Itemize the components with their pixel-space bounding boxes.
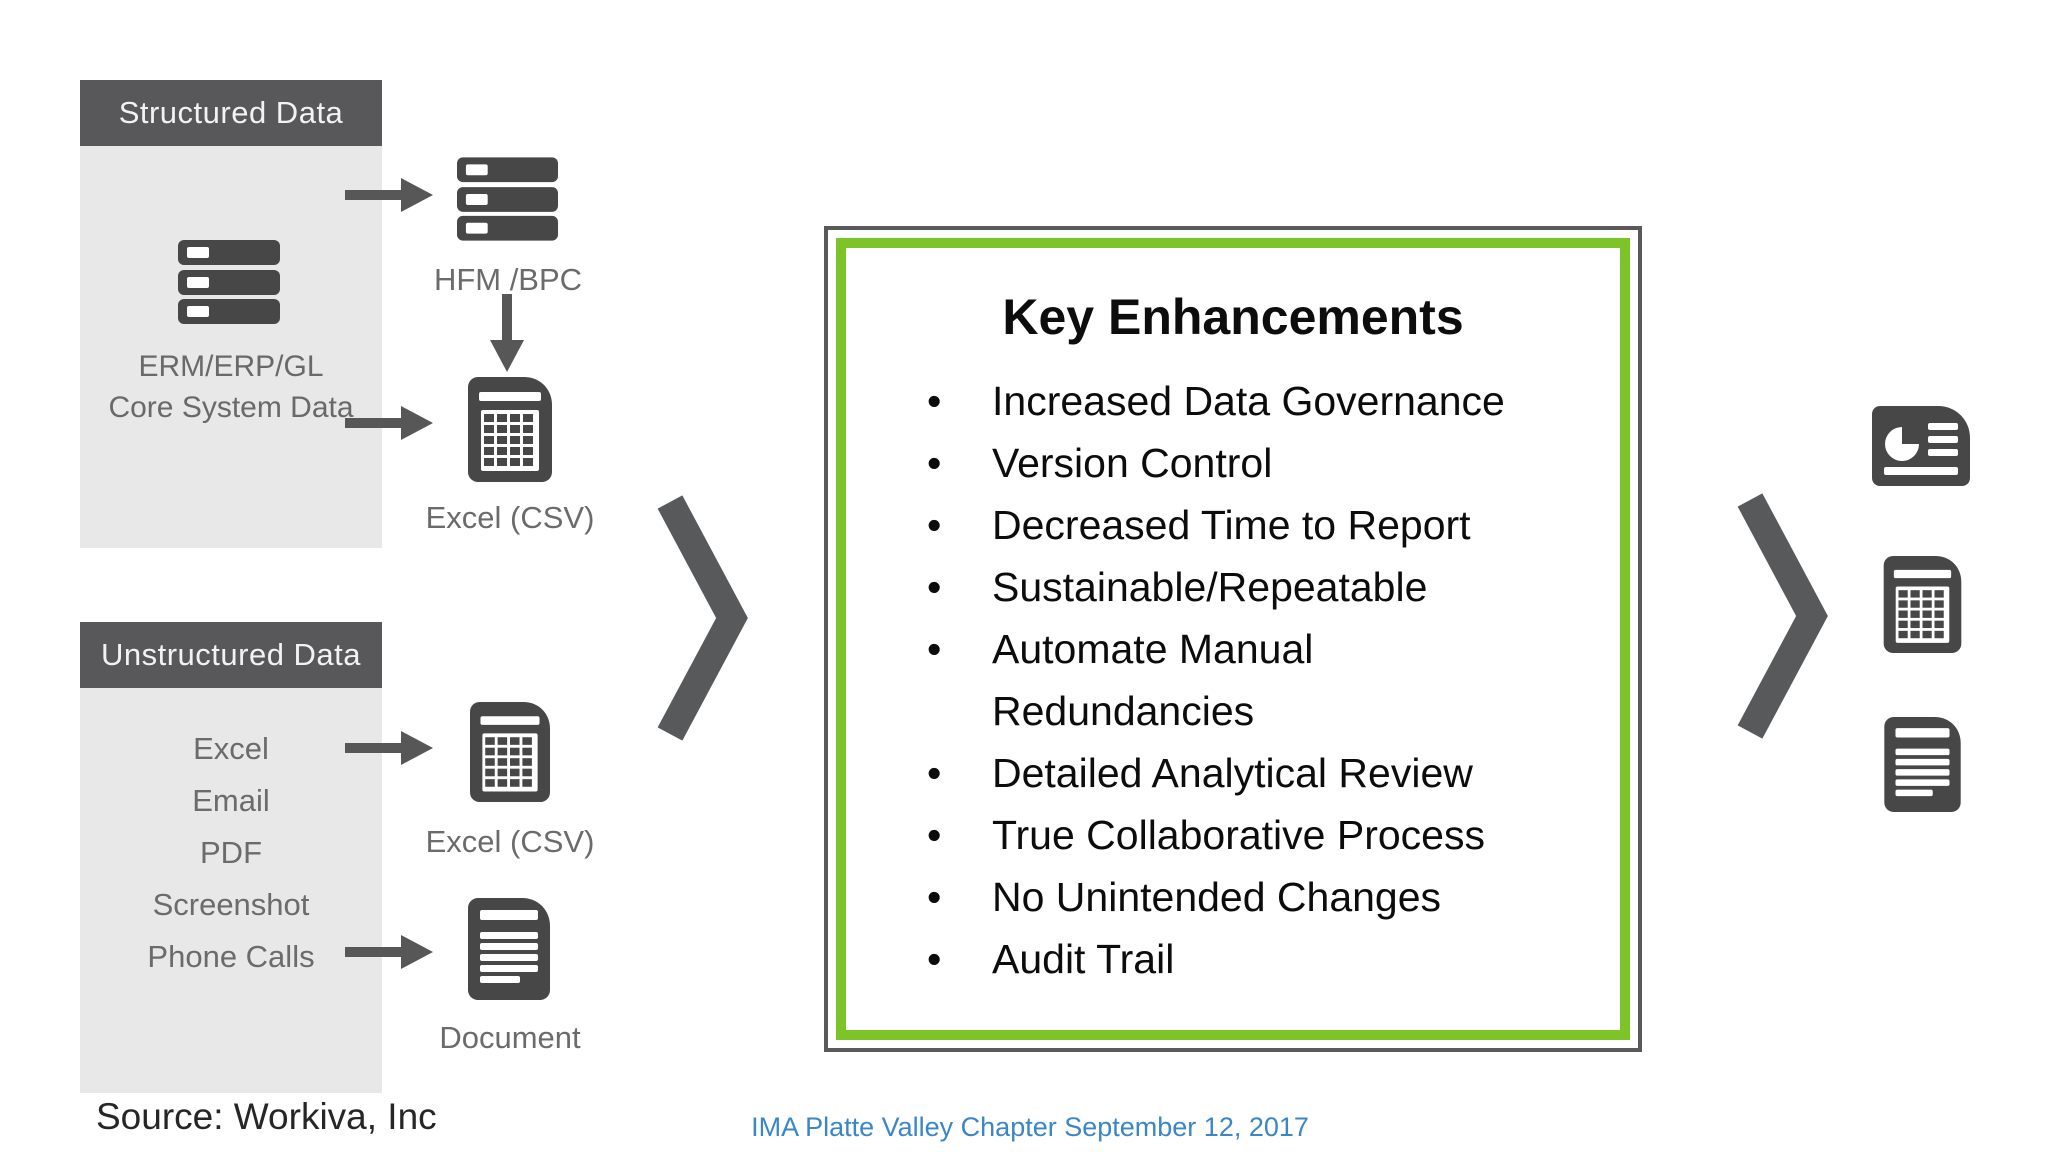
- structured-data-header: Structured Data: [80, 80, 382, 146]
- unstructured-data-box: Unstructured Data Excel Email PDF Screen…: [80, 622, 382, 1093]
- unstructured-item: Email: [192, 783, 270, 818]
- unstructured-item: Phone Calls: [147, 939, 315, 974]
- document-output-icon: [1882, 717, 1963, 812]
- excel-csv-top-label: Excel (CSV): [425, 500, 595, 535]
- unstructured-item: Excel: [193, 731, 269, 766]
- key-enhancements-box: Key Enhancements Increased Data Governan…: [824, 226, 1642, 1052]
- presentation-icon: [1872, 406, 1970, 486]
- source-attribution: Source: Workiva, Inc: [96, 1096, 437, 1137]
- key-enhancement-bullet: Version Control: [925, 432, 1585, 494]
- core-system-data-label: ERM/ERP/GL Core System Data: [108, 350, 354, 424]
- server-icon: [178, 240, 280, 324]
- key-enhancement-bullet: Automate Manual Redundancies: [925, 618, 1585, 742]
- spreadsheet-icon-top: [468, 377, 552, 482]
- unstructured-item: PDF: [200, 835, 262, 870]
- document-label: Document: [439, 1020, 581, 1055]
- unstructured-data-header: Unstructured Data: [80, 622, 382, 688]
- arrow-structured-to-hfm: [345, 177, 433, 213]
- chevron-right-icon: [657, 495, 760, 741]
- event-link[interactable]: IMA Platte Valley Chapter September 12, …: [751, 1112, 1309, 1142]
- document-icon: [468, 898, 550, 1000]
- arrow-hfm-to-excel: [489, 294, 525, 372]
- arrow-unstructured-to-excel: [345, 730, 433, 766]
- unstructured-items-list: Excel Email PDF Screenshot Phone Calls: [80, 723, 382, 983]
- arrow-structured-to-excel: [345, 405, 433, 441]
- excel-csv-bottom-label: Excel (CSV): [425, 824, 595, 859]
- spreadsheet-icon-bottom: [469, 702, 551, 802]
- hfm-server-icon: [457, 157, 558, 241]
- key-enhancement-bullet: Detailed Analytical Review: [925, 742, 1585, 804]
- key-enhancements-title: Key Enhancements: [1002, 289, 1464, 345]
- arrow-unstructured-to-document: [345, 934, 433, 970]
- key-enhancement-bullet: True Collaborative Process: [925, 804, 1585, 866]
- key-enhancement-bullet: Increased Data Governance: [925, 370, 1585, 432]
- key-enhancement-bullet: No Unintended Changes: [925, 866, 1585, 928]
- unstructured-item: Screenshot: [152, 887, 310, 922]
- key-enhancement-bullet: Audit Trail: [925, 928, 1585, 990]
- key-enhancement-bullet: Sustainable/Repeatable: [925, 556, 1585, 618]
- hfm-bpc-label: HFM /BPC: [433, 262, 583, 297]
- structured-data-box: Structured Data ERM/ERP/GL Core System D…: [80, 80, 382, 548]
- key-enhancement-bullet: Decreased Time to Report: [925, 494, 1585, 556]
- key-enhancements-list: Increased Data Governance Version Contro…: [925, 370, 1585, 990]
- green-border-frame: [836, 238, 1630, 1040]
- spreadsheet-output-icon: [1882, 556, 1963, 653]
- chevron-right-icon: [1737, 493, 1840, 739]
